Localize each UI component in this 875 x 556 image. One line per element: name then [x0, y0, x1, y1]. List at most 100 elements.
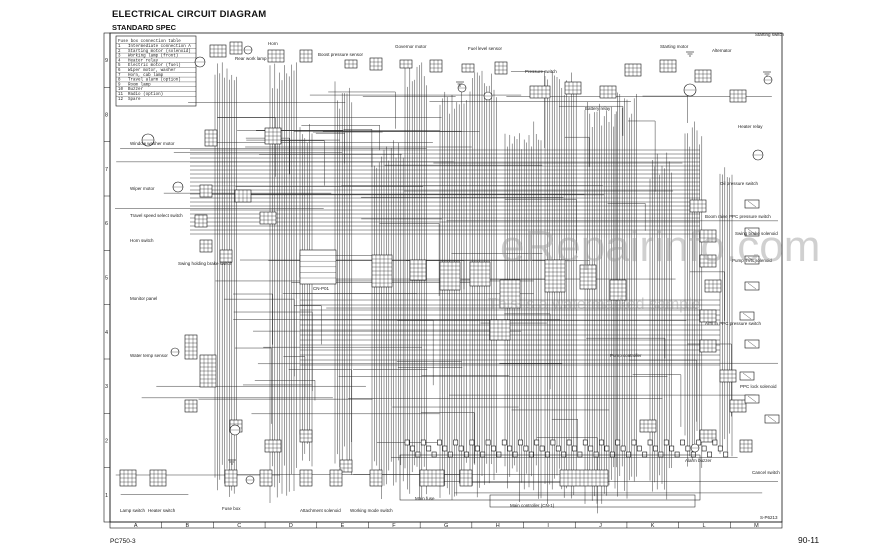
terminal — [636, 445, 642, 452]
connector — [219, 249, 233, 263]
connector-body — [199, 239, 213, 253]
terminal — [469, 439, 475, 446]
motor-symbol — [170, 347, 180, 357]
connector — [564, 81, 582, 95]
label-monitor: Monitor panel — [130, 296, 157, 301]
connector — [299, 429, 313, 443]
wire — [420, 412, 475, 464]
border-row-label: 7 — [105, 167, 108, 173]
wire — [233, 293, 273, 345]
legend-row-text: Wiper motor, washer — [128, 68, 176, 73]
solenoid-diagonal — [742, 372, 752, 380]
connector — [194, 214, 208, 228]
connector — [469, 261, 491, 287]
label-pressure-switch: Pressure switch — [525, 69, 557, 74]
label-wiper-motor: Wiper motor — [130, 186, 155, 191]
motor-symbol — [245, 475, 255, 485]
ground-symbol — [228, 459, 236, 465]
terminal — [410, 445, 415, 452]
terminal — [561, 451, 567, 458]
label-cancel-switch: Cancel switch — [752, 470, 780, 475]
ground-symbol — [686, 51, 694, 57]
diagram-subtitle: STANDARD SPEC — [112, 23, 177, 32]
connector — [739, 439, 753, 453]
wire — [564, 136, 590, 167]
terminal — [663, 439, 669, 446]
legend-row-number: 2 — [118, 50, 121, 54]
label-working-switch: Working mode switch — [350, 508, 393, 513]
label-lamp: Horn — [268, 41, 278, 46]
border-col-label: L — [702, 523, 705, 529]
connector-body — [299, 429, 313, 443]
terminal — [566, 439, 572, 446]
terminal — [507, 445, 513, 452]
label-pump-solenoid: Pump TVC solenoid — [732, 258, 772, 263]
connector — [419, 469, 445, 487]
connector — [599, 85, 617, 99]
terminal — [420, 439, 426, 446]
legend-row-number: 11 — [118, 93, 124, 97]
terminal — [582, 439, 588, 446]
label-horn-switch: Horn switch — [130, 238, 154, 243]
terminal — [588, 445, 594, 452]
components — [119, 41, 780, 508]
watermark-main: eRepairinfo.com — [500, 222, 821, 271]
solenoid-diagonal — [767, 415, 777, 423]
wire — [283, 356, 306, 398]
connector-body — [229, 41, 243, 55]
label-boom-raise: Boom raise PPC pressure switch — [705, 214, 771, 219]
solenoid-symbol — [744, 339, 760, 349]
wire — [273, 140, 325, 186]
label-main-controller: Main controller (CN-1) — [510, 503, 555, 508]
terminal — [599, 439, 604, 446]
wire — [334, 255, 375, 282]
connector — [729, 89, 747, 103]
connector — [184, 399, 198, 413]
border-row-label: 9 — [105, 58, 108, 64]
connector — [204, 129, 218, 147]
connector-body — [299, 49, 313, 63]
motor-symbol — [457, 83, 467, 93]
label-travel-speed: Travel speed select switch — [130, 213, 183, 218]
terminal — [642, 451, 648, 458]
terminal — [690, 451, 696, 458]
connector — [399, 59, 413, 69]
solenoid-symbol — [744, 199, 760, 209]
terminal — [577, 451, 583, 458]
terminal — [712, 439, 718, 446]
label-starting-switch: Starting switch — [755, 32, 785, 37]
controller-label-box — [489, 494, 696, 508]
terminal — [453, 439, 459, 446]
connector-body — [489, 319, 511, 341]
page-number: 90-11 — [798, 535, 820, 545]
terminal — [528, 451, 534, 458]
legend-row-text: Working lamp (front) — [128, 54, 178, 59]
connector — [699, 339, 717, 353]
terminal — [604, 445, 610, 452]
wire — [233, 311, 313, 392]
connector — [544, 259, 566, 293]
wire — [288, 369, 352, 443]
connector — [694, 69, 712, 83]
wire — [689, 271, 725, 321]
wire — [234, 347, 272, 424]
connector — [264, 127, 282, 145]
terminal — [523, 445, 529, 452]
connector — [199, 239, 213, 253]
solenoid-symbol — [744, 281, 760, 291]
connector — [459, 469, 473, 487]
label-cn-p01: CN-P01 — [313, 286, 330, 291]
terminal — [474, 445, 480, 452]
connector — [529, 85, 551, 99]
wire — [551, 419, 578, 452]
terminal — [415, 451, 421, 458]
legend-row-text: Radio (option) — [128, 92, 163, 97]
terminal — [404, 439, 410, 446]
solenoid-diagonal — [747, 340, 757, 348]
terminal — [496, 451, 502, 458]
label-heater-relay: Heater relay — [738, 124, 763, 129]
connector — [209, 44, 227, 58]
terminal — [447, 451, 453, 458]
